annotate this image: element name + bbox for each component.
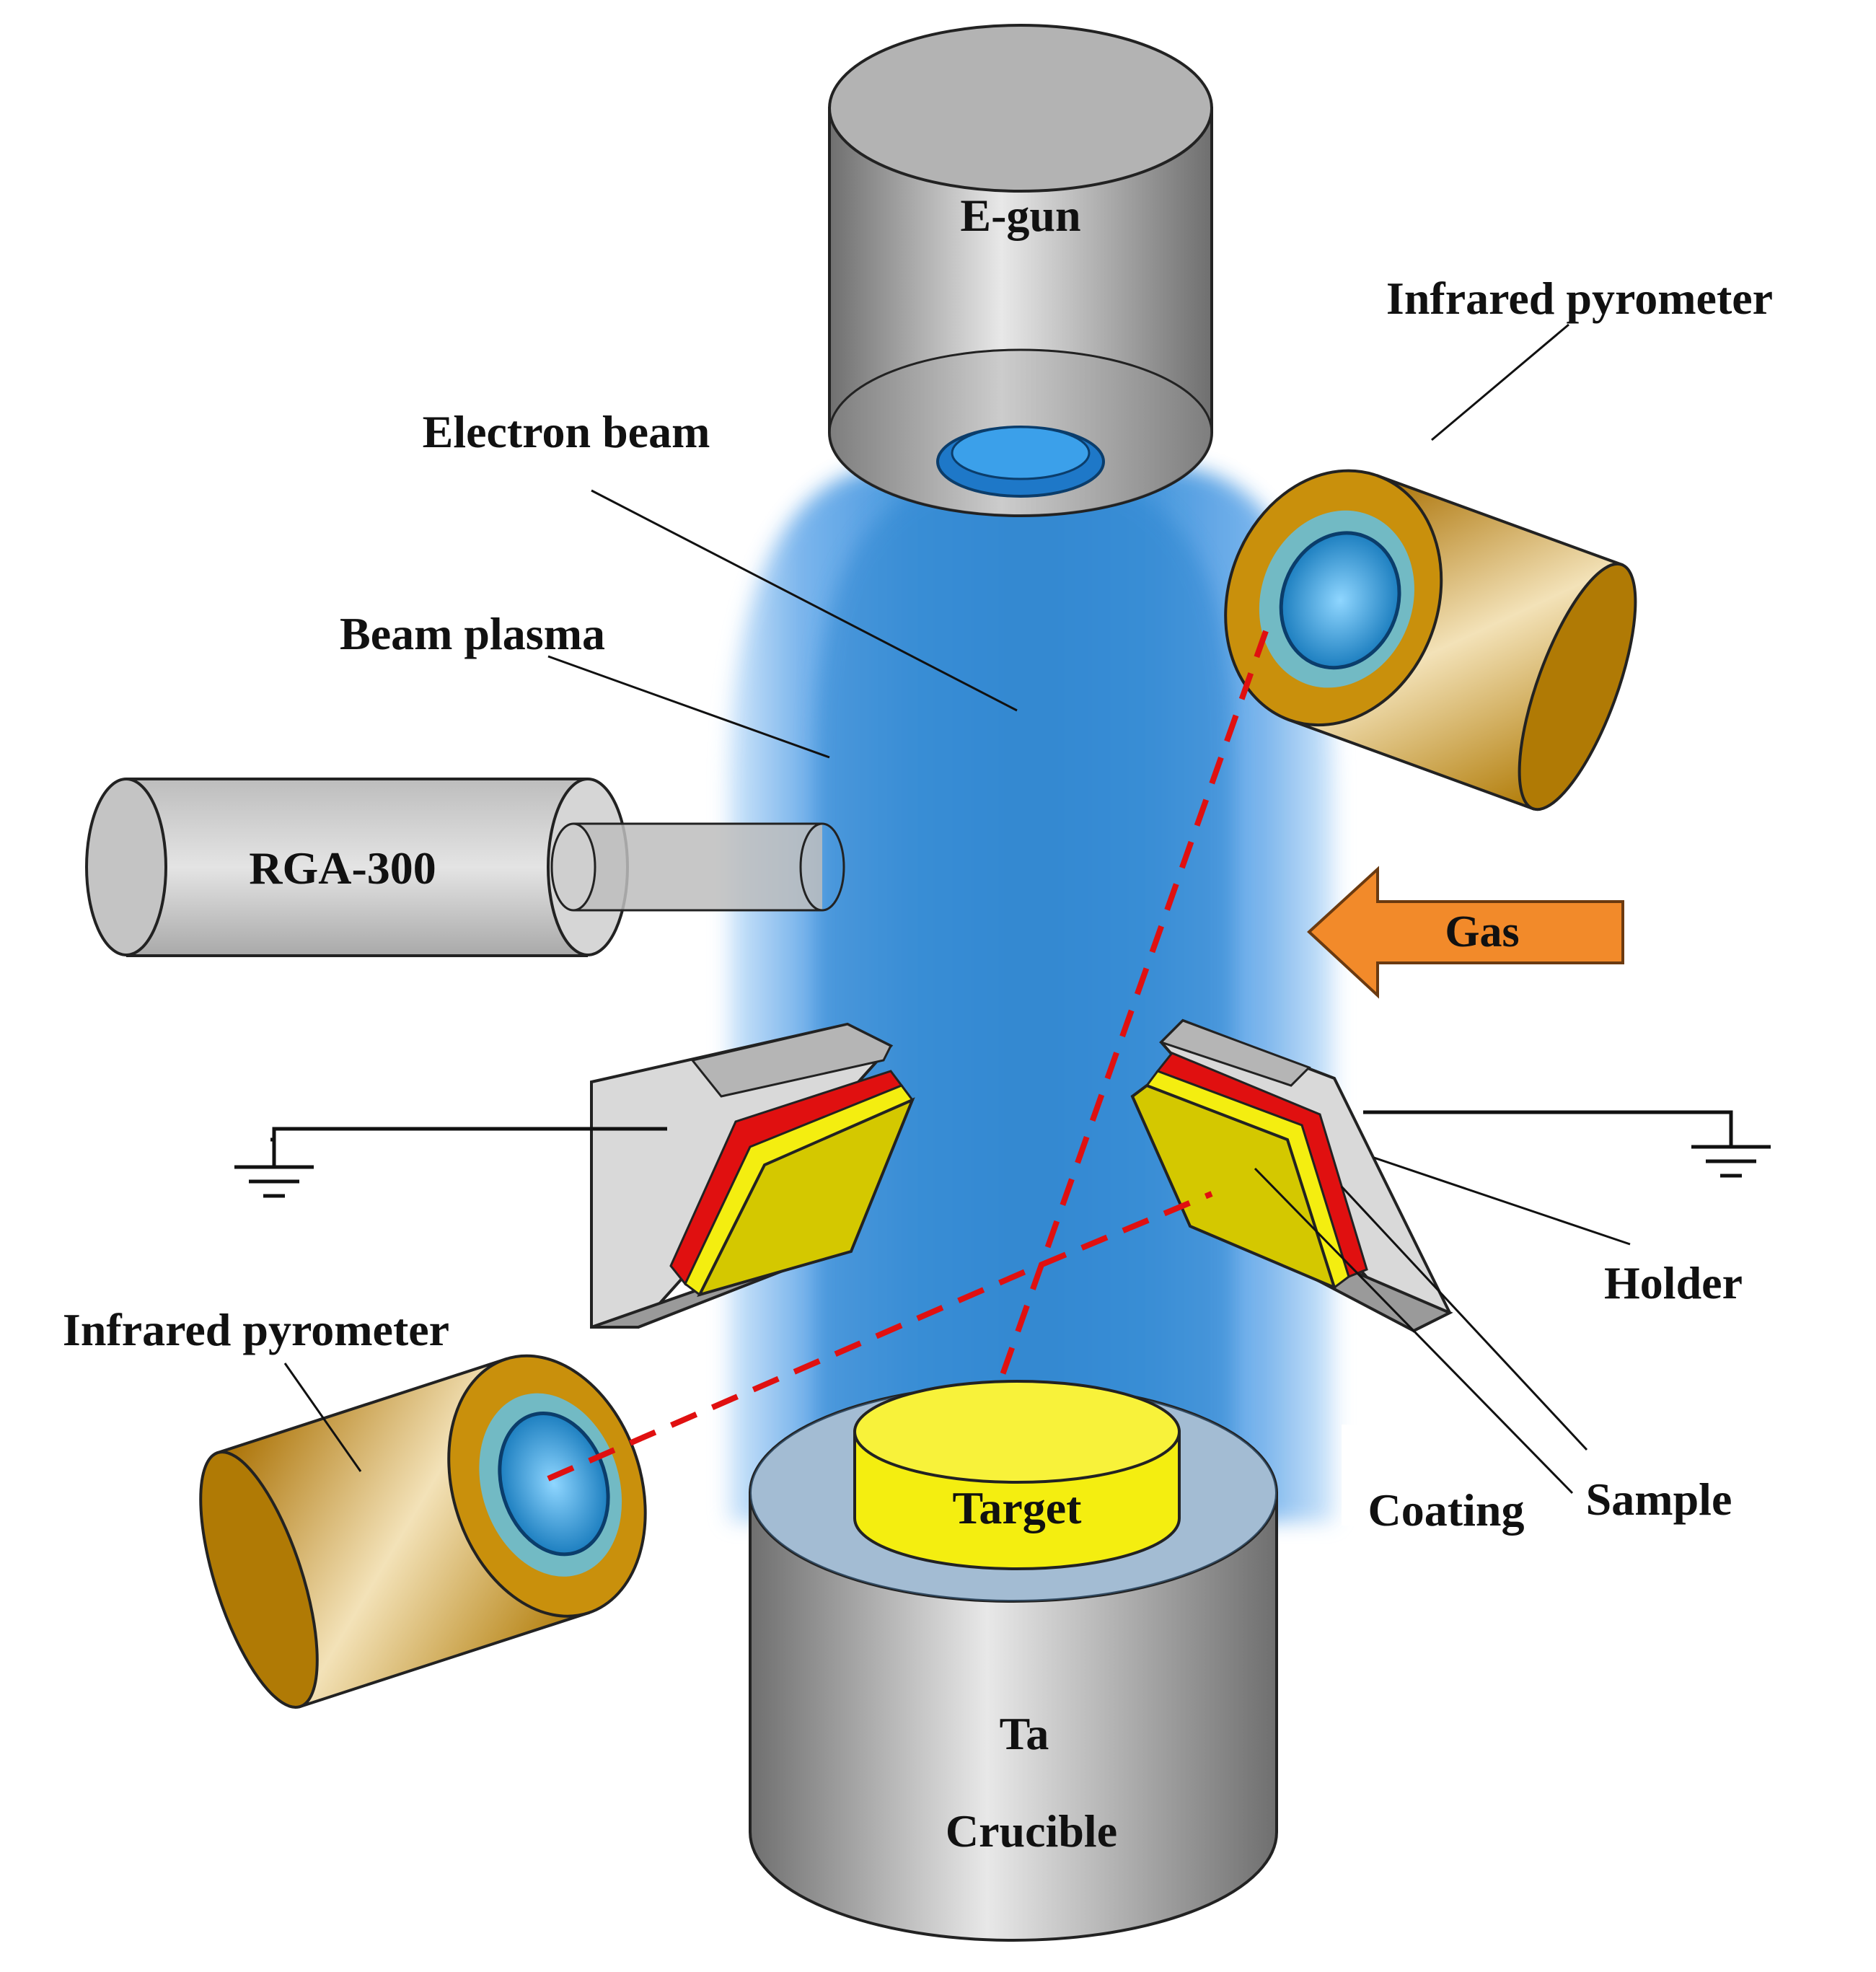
target-disc: Target bbox=[853, 1380, 1181, 1570]
leader-lines bbox=[283, 323, 1631, 1495]
e-gun: E-gun bbox=[828, 24, 1213, 517]
gas-label: Gas bbox=[1445, 907, 1519, 956]
infrared-pyrometer-top-label: Infrared pyrometer bbox=[1386, 273, 1773, 324]
ground-wire-right bbox=[1363, 1110, 1733, 1147]
crucible-label-line1: Ta bbox=[1000, 1708, 1049, 1759]
gas-arrow: Gas bbox=[1307, 866, 1624, 999]
rga-300: RGA-300 bbox=[85, 778, 845, 957]
e-gun-label: E-gun bbox=[960, 190, 1080, 241]
ground-symbol-right-icon bbox=[1691, 1145, 1771, 1178]
rga-label: RGA-300 bbox=[249, 842, 436, 894]
infrared-pyrometer-bottom-label: Infrared pyrometer bbox=[63, 1304, 449, 1355]
target-label: Target bbox=[953, 1482, 1083, 1533]
coating-label: Coating bbox=[1368, 1484, 1525, 1536]
pyrometer-lens-icon bbox=[498, 1411, 610, 1557]
holder-label: Holder bbox=[1604, 1257, 1743, 1308]
ta-crucible: Target Ta Crucible bbox=[749, 1380, 1278, 1942]
rga-probe-tube bbox=[573, 824, 822, 910]
infrared-pyrometer-top bbox=[1224, 469, 1637, 811]
sample-holder-left bbox=[234, 1022, 915, 1329]
crucible-label-line2: Crucible bbox=[946, 1805, 1117, 1857]
beam-plasma bbox=[728, 466, 1334, 1522]
infrared-pyrometer-bottom bbox=[199, 1354, 647, 1709]
ground-symbol-left-icon bbox=[234, 1129, 314, 1198]
pyrometer-lens-icon bbox=[1279, 531, 1401, 670]
sample-holder-right bbox=[1130, 1018, 1771, 1333]
sample-label: Sample bbox=[1586, 1474, 1732, 1525]
electron-beam bbox=[815, 469, 1233, 1522]
electron-beam-label: Electron beam bbox=[423, 406, 710, 457]
beam-plasma-label: Beam plasma bbox=[340, 608, 605, 659]
